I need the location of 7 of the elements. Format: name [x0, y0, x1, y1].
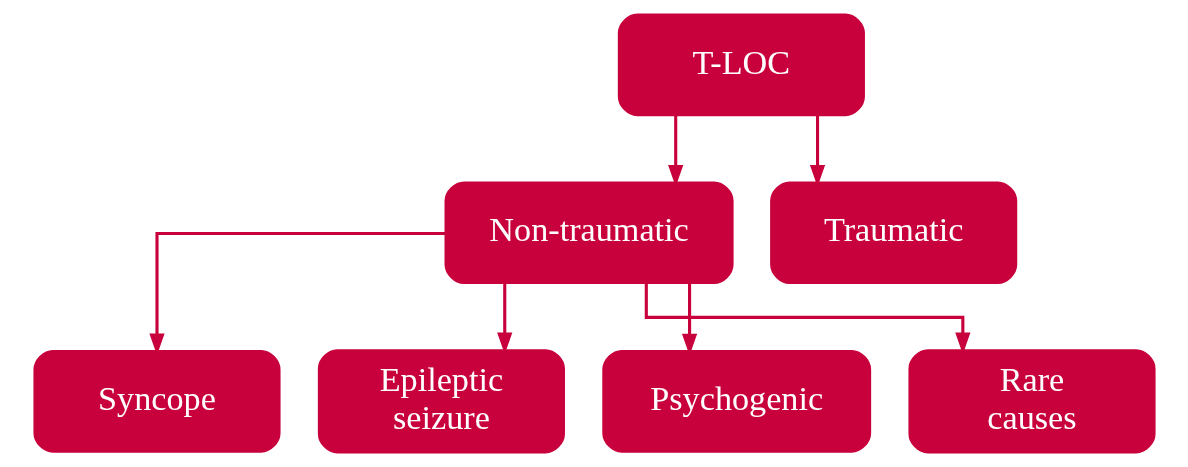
- node-box: Traumatic: [769, 181, 1017, 284]
- node-box: Rare causes: [907, 349, 1156, 454]
- node-box: Epileptic seizure: [317, 349, 565, 454]
- node-box: Psychogenic: [601, 350, 871, 453]
- node-box: Syncope: [32, 350, 281, 453]
- node-box: T-LOC: [617, 13, 865, 117]
- node-box: Non-traumatic: [444, 181, 734, 284]
